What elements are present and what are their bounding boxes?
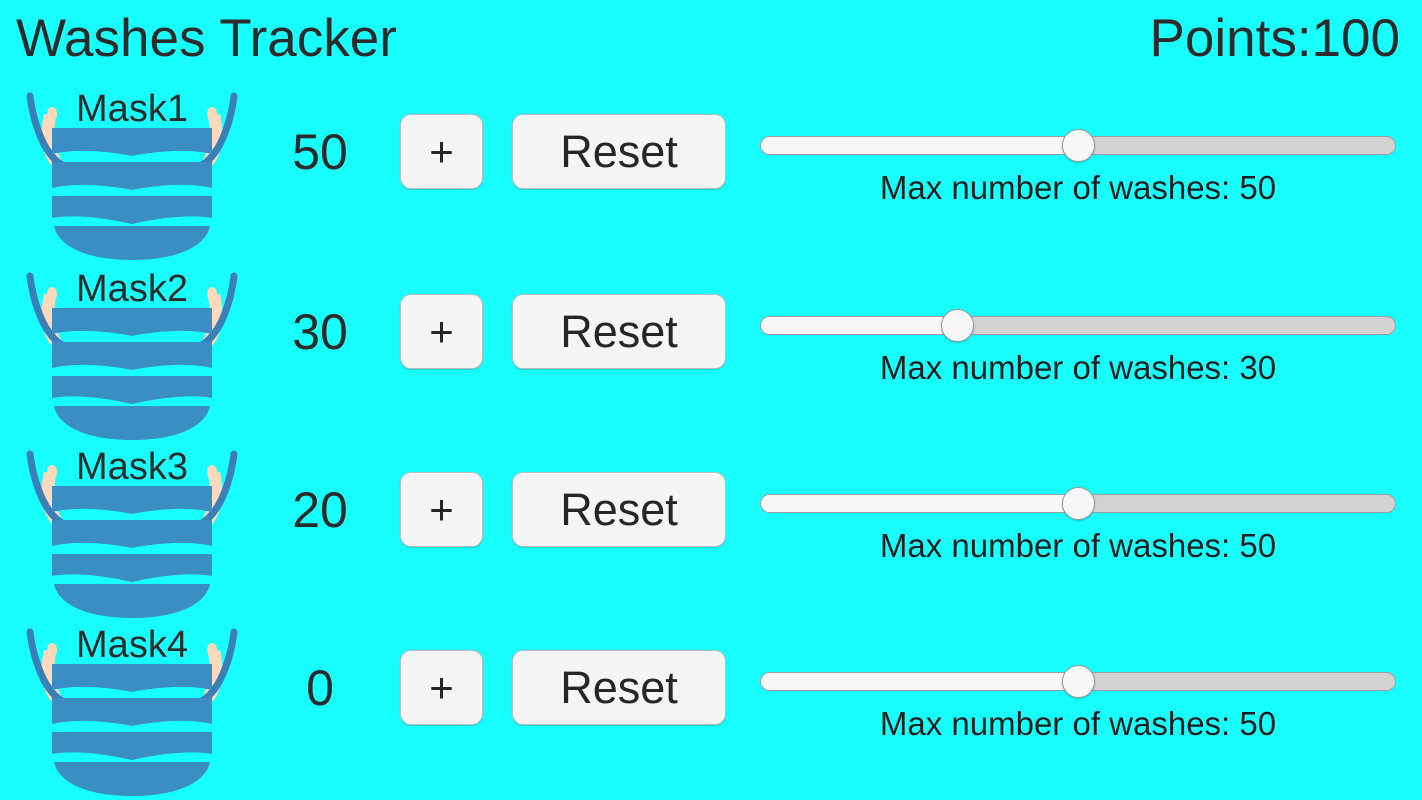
page-title: Washes Tracker bbox=[16, 9, 397, 68]
reset-button[interactable]: Reset bbox=[512, 650, 726, 725]
increment-button[interactable]: + bbox=[400, 294, 483, 369]
max-washes-slider[interactable] bbox=[760, 309, 1396, 342]
slider-fill bbox=[761, 317, 958, 334]
face-mask-icon: Mask4 bbox=[8, 620, 256, 800]
slider-fill bbox=[761, 137, 1078, 154]
reset-button[interactable]: Reset bbox=[512, 472, 726, 547]
max-washes-slider-group: Max number of washes: 30 bbox=[760, 264, 1398, 444]
reset-button[interactable]: Reset bbox=[512, 114, 726, 189]
wash-count: 50 bbox=[292, 124, 348, 180]
increment-button[interactable]: + bbox=[400, 650, 483, 725]
slider-caption: Max number of washes: 50 bbox=[879, 705, 1277, 742]
slider-caption: Max number of washes: 30 bbox=[879, 349, 1277, 386]
slider-caption: Max number of washes: 50 bbox=[879, 169, 1277, 206]
face-mask-icon: Mask2 bbox=[8, 264, 256, 444]
slider-caption: Max number of washes: 50 bbox=[879, 527, 1277, 564]
wash-count: 20 bbox=[292, 482, 348, 538]
slider-thumb[interactable] bbox=[1062, 665, 1095, 698]
slider-track[interactable] bbox=[760, 316, 1396, 335]
increment-button[interactable]: + bbox=[400, 114, 483, 189]
slider-fill bbox=[761, 495, 1078, 512]
mask-row-3: Mask3 20 + Reset Max number of washes: 5… bbox=[0, 442, 1422, 622]
reset-button[interactable]: Reset bbox=[512, 294, 726, 369]
wash-count: 30 bbox=[292, 304, 348, 360]
mask-row-2: Mask2 30 + Reset Max number of washes: 3… bbox=[0, 264, 1422, 444]
slider-thumb[interactable] bbox=[1062, 129, 1095, 162]
app-header: Washes Tracker Points:100 bbox=[0, 0, 1422, 80]
slider-thumb[interactable] bbox=[1062, 487, 1095, 520]
mask-row-1: Mask1 50 + Reset Max number of washes: 5… bbox=[0, 84, 1422, 264]
face-mask-icon: Mask1 bbox=[8, 84, 256, 264]
max-washes-slider[interactable] bbox=[760, 129, 1396, 162]
points-readout: Points:100 bbox=[1149, 9, 1400, 68]
increment-button[interactable]: + bbox=[400, 472, 483, 547]
max-washes-slider-group: Max number of washes: 50 bbox=[760, 442, 1398, 622]
slider-fill bbox=[761, 673, 1078, 690]
max-washes-slider-group: Max number of washes: 50 bbox=[760, 84, 1398, 264]
max-washes-slider[interactable] bbox=[760, 665, 1396, 698]
face-mask-icon: Mask3 bbox=[8, 442, 256, 622]
max-washes-slider[interactable] bbox=[760, 487, 1396, 520]
max-washes-slider-group: Max number of washes: 50 bbox=[760, 620, 1398, 800]
slider-thumb[interactable] bbox=[941, 309, 975, 342]
wash-count: 0 bbox=[306, 660, 334, 716]
mask-row-4: Mask4 0 + Reset Max number of washes: 50 bbox=[0, 620, 1422, 800]
